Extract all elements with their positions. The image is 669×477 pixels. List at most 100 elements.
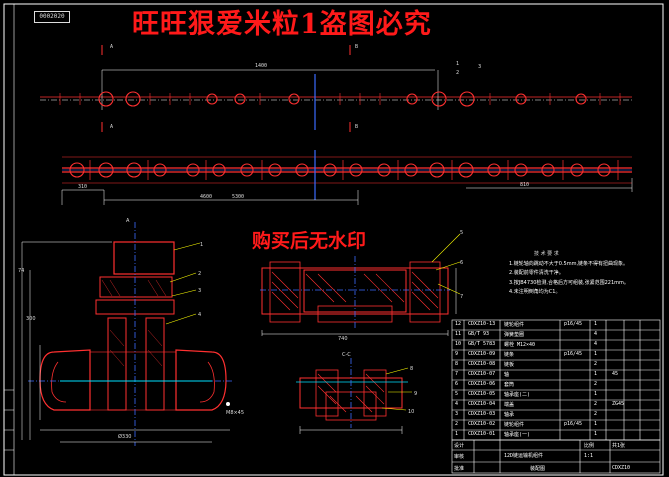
tb-label-design: 设计 <box>454 443 465 449</box>
bom-cell-name: 弹簧垫圈 <box>504 332 525 338</box>
tb-label-scale: 比例 <box>584 443 595 449</box>
bom-cell-no: 7 <box>455 371 459 377</box>
bom-cell-no: 2 <box>455 421 459 427</box>
bom-cell-name: 螺栓 M12×40 <box>504 342 536 348</box>
bom-cell-spec: p16/45 <box>564 351 583 357</box>
bom-row: 12 CDXZ10-13 链轮组件 p16/45 1 <box>452 320 660 330</box>
bom-cell-no: 8 <box>455 361 459 367</box>
bom-cell-no: 9 <box>455 351 459 357</box>
svg-text:B: B <box>355 124 358 130</box>
svg-text:1: 1 <box>456 61 459 67</box>
dimension-1400: 1400 <box>255 63 267 69</box>
bom-cell-no: 3 <box>455 411 459 417</box>
bom-row: 7 CDXZ10-07 轴 1 45 <box>452 370 660 380</box>
drawing-border <box>3 3 664 476</box>
svg-text:2: 2 <box>456 70 459 76</box>
bom-cell-no: 12 <box>455 321 462 327</box>
bom-cell-qty: 2 <box>594 401 598 407</box>
callout-3-left: 3 <box>198 288 201 294</box>
callout-1-left: 1 <box>200 242 203 248</box>
bom-cell-code: CDXZ10-07 <box>468 371 496 377</box>
note-item-3: 3.按JB4730检测,合格后方可组装,张紧范围221mm。 <box>509 279 629 286</box>
bom-cell-code: CDXZ10-06 <box>468 381 496 387</box>
dimension-810: 810 <box>520 182 529 188</box>
bom-cell-spec: p16/45 <box>564 421 583 427</box>
section-mark-c: C-C <box>342 352 351 358</box>
svg-text:3: 3 <box>478 64 481 70</box>
binding-margin <box>4 389 14 451</box>
dimension-5300: 5300 <box>232 194 244 200</box>
bom-cell-qty: 2 <box>594 361 598 367</box>
note-item-2: 2.装配前零件清洗干净。 <box>509 270 564 276</box>
note-item-1: 1.链轮轴向跳动不大于0.5mm,链条不得有扭曲现象。 <box>509 260 629 267</box>
bom-cell-qty: 1 <box>594 321 598 327</box>
bom-cell-no: 10 <box>455 341 462 347</box>
tb-assembly: 装配图 <box>530 466 546 472</box>
note-item-4: 4.未注明倒角均为C1。 <box>509 289 561 295</box>
callout-8: 8 <box>410 366 413 372</box>
bom-cell-name: 链条 <box>504 352 515 358</box>
tb-drawing-no: CDXZ10 <box>612 465 631 471</box>
callout-4-left: 4 <box>198 312 201 318</box>
bom-row: 6 CDXZ10-06 套筒 2 <box>452 380 660 390</box>
notes-title: 技 术 要 求 <box>534 251 559 257</box>
bom-cell-qty: 2 <box>594 381 598 387</box>
bom-cell-spec: p16/45 <box>564 321 583 327</box>
svg-text:B: B <box>355 44 358 50</box>
bom-cell-code: CDXZ10-09 <box>468 351 496 357</box>
dimension-4600: 4600 <box>200 194 212 200</box>
bom-cell-code: CDXZ10-13 <box>468 321 496 327</box>
bom-cell-qty: 1 <box>594 371 598 377</box>
technical-notes: 技 术 要 求 1.链轮轴向跳动不大于0.5mm,链条不得有扭曲现象。 2.装配… <box>509 250 629 298</box>
bom-cell-name: 轴 <box>504 372 510 378</box>
bom-cell-code: CDXZ10-08 <box>468 361 496 367</box>
bom-cell-qty: 2 <box>594 411 598 417</box>
svg-text:A: A <box>110 124 113 130</box>
drawing-tag: 0002020 <box>34 11 70 23</box>
bom-cell-code: CDXZ10-05 <box>468 391 496 397</box>
chain-front-view: 4600 5300 310 810 <box>61 150 633 205</box>
callout-5: 5 <box>460 230 463 236</box>
bom-cell-mat: 45 <box>612 371 619 377</box>
bom-cell-no: 4 <box>455 401 459 407</box>
bom-cell-qty: 1 <box>594 351 598 357</box>
bom-cell-code: GB/T 5783 <box>468 341 496 347</box>
bom-cell-no: 6 <box>455 381 459 387</box>
callout-6: 6 <box>460 260 463 266</box>
bom-cell-name: 链轮组件 <box>504 322 525 328</box>
bom-cell-mat: ZG45 <box>612 401 625 407</box>
section-view-b: 5 6 7 740 <box>260 230 463 342</box>
svg-text:A: A <box>126 218 130 224</box>
dimension-740: 740 <box>338 336 348 342</box>
svg-text:74: 74 <box>18 268 24 274</box>
tb-label-check: 审核 <box>454 454 465 460</box>
bom-cell-qty: 4 <box>594 331 598 337</box>
callout-2-left: 2 <box>198 271 201 277</box>
watermark-top: 旺旺狠爱米粒1盗图必究 <box>132 9 432 40</box>
bom-table-grid <box>451 319 661 441</box>
bom-cell-qty: 1 <box>594 431 598 437</box>
callout-7: 7 <box>460 294 463 300</box>
bom-cell-qty: 4 <box>594 341 598 347</box>
dimension-310: 310 <box>78 184 87 190</box>
callout-9: 9 <box>414 391 417 397</box>
bom-cell-name: 链轮组件 <box>504 422 525 428</box>
bom-cell-name: 套筒 <box>504 382 515 388</box>
bom-cell-name: 端盖 <box>504 402 515 408</box>
bom-row: 9 CDXZ10-09 链条 p16/45 1 <box>452 350 660 360</box>
bom-cell-name: 链板 <box>504 362 515 368</box>
bom-cell-qty: 1 <box>594 421 598 427</box>
tb-scale: 1:1 <box>584 453 594 459</box>
title-block-grid <box>451 439 661 474</box>
bom-cell-code: CDXZ10-01 <box>468 431 496 437</box>
bom-row: 10 GB/T 5783 螺栓 M12×40 4 <box>452 340 660 350</box>
chain-top-view: A B A B 1400 123 <box>40 44 632 132</box>
svg-text:Ø330: Ø330 <box>118 433 131 440</box>
